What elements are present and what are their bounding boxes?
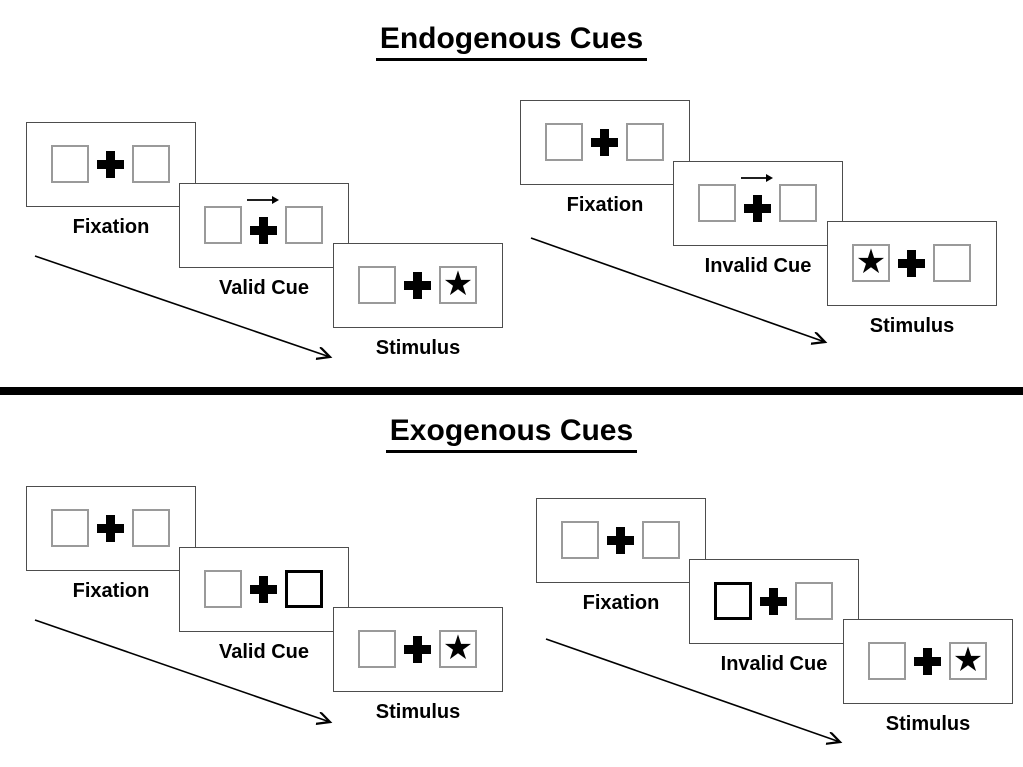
fixation-cross-icon: [898, 250, 925, 277]
exogenous-valid-sequence: ★ Fixation Valid Cue Stimulus: [26, 486, 516, 736]
left-box: [868, 642, 906, 680]
right-box: [132, 145, 170, 183]
fixation-label: Fixation: [72, 580, 150, 602]
cue-label: Valid Cue: [218, 277, 310, 299]
stimulus-label: Stimulus: [869, 315, 955, 337]
cue-label: Invalid Cue: [720, 653, 828, 675]
star-stimulus-icon: ★: [442, 628, 474, 668]
fixation-cross-icon: [404, 636, 431, 663]
fixation-cross-icon: [97, 151, 124, 178]
fixation-label: Fixation: [566, 194, 644, 216]
endogenous-section-title: Endogenous Cues: [0, 22, 1023, 61]
cue-arrow-icon: [741, 174, 773, 182]
left-box: [358, 630, 396, 668]
cue-label: Invalid Cue: [704, 255, 812, 277]
left-box: [698, 184, 736, 222]
star-stimulus-icon: ★: [952, 640, 984, 680]
fixation-cross-icon: [250, 217, 277, 244]
stimulus-panel: ★: [843, 619, 1013, 704]
left-box: ★: [852, 244, 890, 282]
fixation-cross-icon: [607, 527, 634, 554]
exogenous-title-text: Exogenous Cues: [385, 414, 638, 453]
fixation-panel: [26, 486, 196, 571]
endogenous-title-text: Endogenous Cues: [375, 22, 648, 61]
peripheral-cue-box: [714, 582, 752, 620]
left-box: [51, 509, 89, 547]
cue-panel: [673, 161, 843, 246]
timeline-arrow-endogenous-valid: [34, 255, 330, 357]
left-box: [358, 266, 396, 304]
left-box: [204, 570, 242, 608]
peripheral-cue-box: [285, 570, 323, 608]
fixation-cross-icon: [404, 272, 431, 299]
right-box: ★: [439, 630, 477, 668]
left-box: [545, 123, 583, 161]
right-box: [642, 521, 680, 559]
endogenous-invalid-sequence: ★ Fixation Invalid Cue Stimulus: [520, 100, 1010, 350]
fixation-cross-icon: [760, 588, 787, 615]
stimulus-label: Stimulus: [375, 701, 461, 723]
right-box: [795, 582, 833, 620]
stimulus-label: Stimulus: [375, 337, 461, 359]
exogenous-section-title: Exogenous Cues: [0, 414, 1023, 453]
star-stimulus-icon: ★: [855, 242, 887, 282]
stimulus-panel: ★: [827, 221, 997, 306]
fixation-cross-icon: [914, 648, 941, 675]
right-box: [779, 184, 817, 222]
fixation-label: Fixation: [582, 592, 660, 614]
right-box: [933, 244, 971, 282]
cue-label: Valid Cue: [218, 641, 310, 663]
fixation-panel: [26, 122, 196, 207]
fixation-cross-icon: [250, 576, 277, 603]
left-box: [561, 521, 599, 559]
timeline-arrow-endogenous-invalid: [530, 237, 825, 342]
right-box: ★: [949, 642, 987, 680]
stimulus-panel: ★: [333, 607, 503, 692]
fixation-panel: [520, 100, 690, 185]
stimulus-panel: ★: [333, 243, 503, 328]
exogenous-invalid-sequence: ★ Fixation Invalid Cue Stimulus: [536, 498, 1023, 748]
star-stimulus-icon: ★: [442, 264, 474, 304]
cue-panel: [689, 559, 859, 644]
timeline-arrow-exogenous-valid: [34, 619, 330, 722]
cue-panel: [179, 183, 349, 268]
fixation-panel: [536, 498, 706, 583]
cue-arrow-icon: [247, 196, 279, 204]
right-box: [285, 206, 323, 244]
cue-panel: [179, 547, 349, 632]
fixation-label: Fixation: [72, 216, 150, 238]
right-box: [626, 123, 664, 161]
fixation-cross-icon: [744, 195, 771, 222]
endogenous-valid-sequence: ★ Fixation Valid Cue Stimulus: [26, 122, 516, 372]
left-box: [51, 145, 89, 183]
right-box: [132, 509, 170, 547]
stimulus-label: Stimulus: [885, 713, 971, 735]
left-box: [204, 206, 242, 244]
fixation-cross-icon: [97, 515, 124, 542]
fixation-cross-icon: [591, 129, 618, 156]
section-divider: [0, 387, 1023, 395]
timeline-arrow-exogenous-invalid: [545, 638, 840, 742]
right-box: ★: [439, 266, 477, 304]
